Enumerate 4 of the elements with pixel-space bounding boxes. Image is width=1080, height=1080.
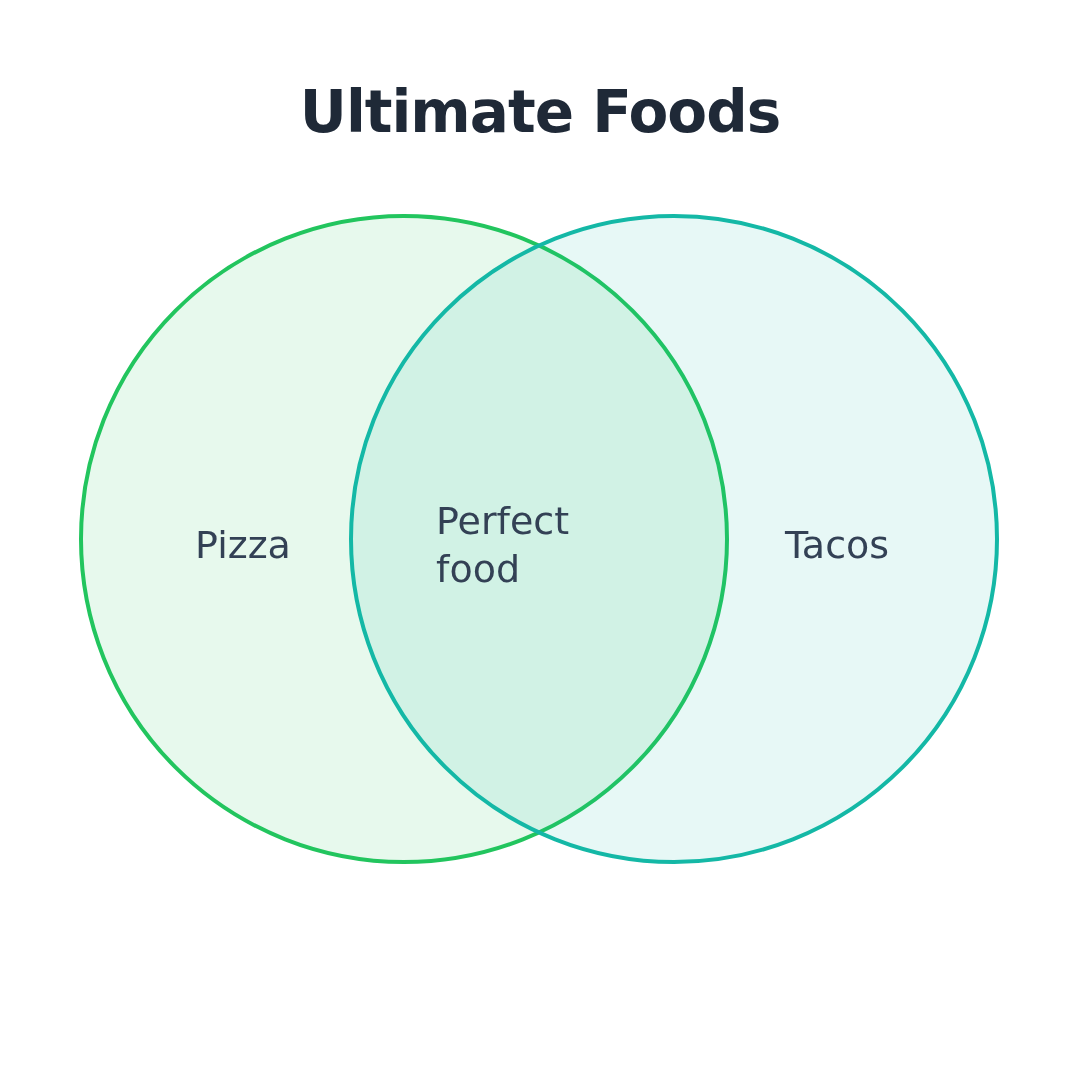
set-label: Pizza bbox=[195, 522, 291, 570]
set-label: Tacos bbox=[784, 522, 890, 570]
diagram-title: Ultimate Foods bbox=[298, 78, 782, 146]
overlap-label: Perfect food bbox=[436, 498, 571, 593]
